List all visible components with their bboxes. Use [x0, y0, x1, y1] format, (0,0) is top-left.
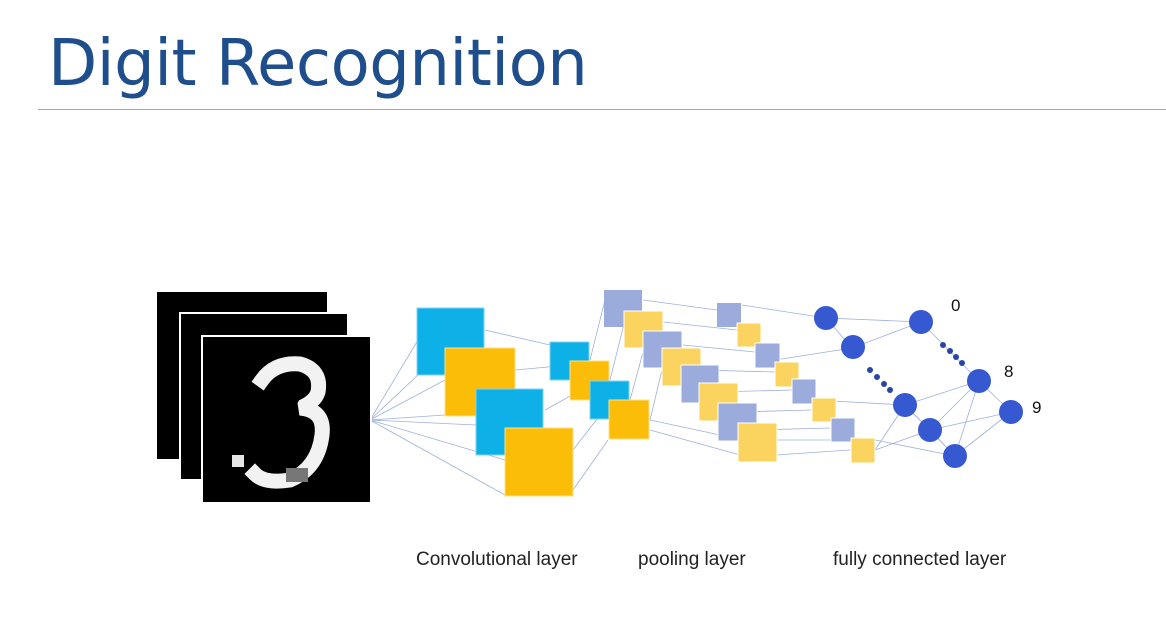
output-neuron-9 — [999, 400, 1023, 424]
digit-three-glyph — [232, 356, 330, 489]
output-neuron-0 — [909, 310, 933, 334]
output-label-0: 0 — [951, 296, 961, 315]
title-underline — [38, 109, 1166, 110]
pooling-maps — [604, 290, 876, 464]
conv-map-4 — [504, 427, 574, 497]
fc1-neuron-1 — [814, 306, 838, 330]
caption-fully-connected-layer: fully connected layer — [833, 549, 1007, 570]
ellipsis-dots — [867, 342, 965, 393]
pool2-map-8 — [850, 437, 876, 464]
fc1-neuron-5 — [943, 444, 967, 468]
output-label-9: 9 — [1032, 398, 1042, 417]
output-neuron-8 — [967, 369, 991, 393]
fully-connected-neurons — [814, 306, 1023, 468]
pool-map-8 — [737, 422, 778, 463]
conv-small-map-4 — [608, 399, 650, 440]
caption-pooling-layer: pooling layer — [638, 549, 746, 570]
output-label-8: 8 — [1004, 362, 1014, 381]
fc1-neuron-3 — [893, 393, 917, 417]
fc1-neuron-2 — [841, 335, 865, 359]
input-image-stack — [157, 292, 372, 504]
conv-feature-maps — [416, 307, 650, 497]
slide-title: Digit Recognition — [48, 27, 588, 101]
caption-convolutional-layer: Convolutional layer — [416, 549, 578, 570]
fc1-neuron-4 — [918, 418, 942, 442]
